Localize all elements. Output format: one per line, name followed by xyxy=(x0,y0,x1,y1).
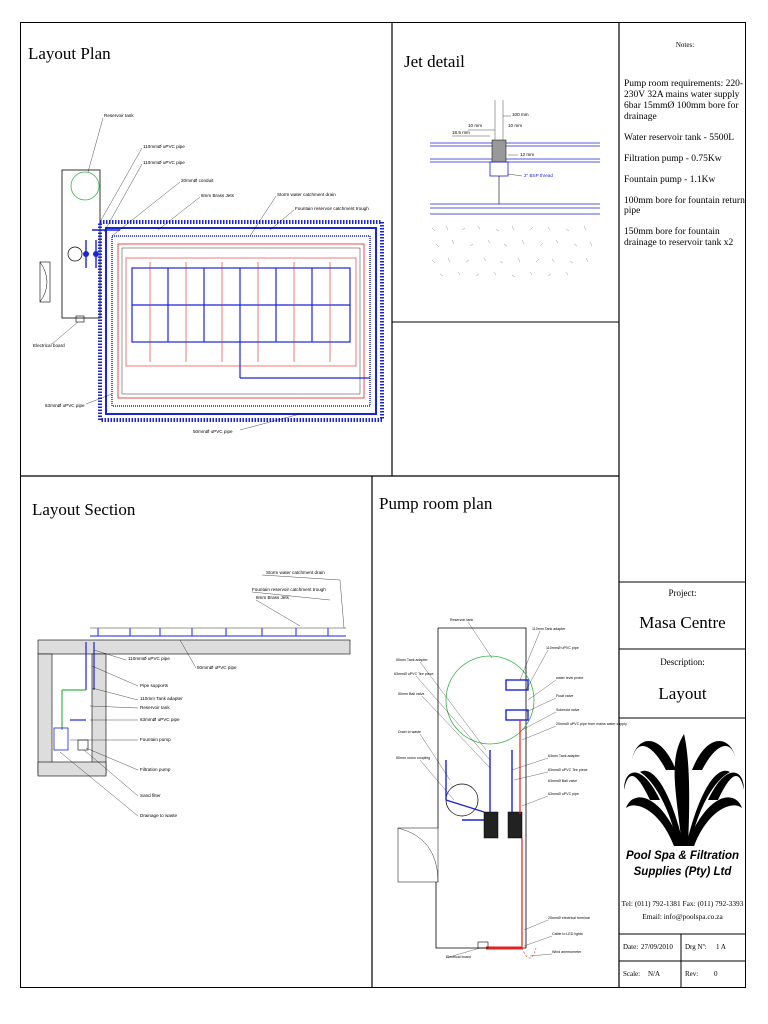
jet-detail-title: Jet detail xyxy=(404,52,465,71)
jet-dim-18: 18.5 mm xyxy=(452,130,470,135)
note-item: Fountain pump - 1.1Kw xyxy=(624,174,716,185)
note-item: Filtration pump - 0.75Kw xyxy=(624,153,722,164)
pump-label-63: 63mmØ uPVC pipe xyxy=(548,792,579,796)
description-value: Layout xyxy=(658,684,707,703)
label-brass-jets: 8mm Brass Jets xyxy=(201,193,234,198)
label-electrical-board: Electrical board xyxy=(33,343,65,348)
pump-label-63-tee-b: 63mmØ uPVC Tee piece xyxy=(548,768,588,772)
section-label-tank-adapter: 110mm Tank adapter xyxy=(140,696,183,701)
section-label-trough: Fountain reservoir catchment trough xyxy=(252,587,326,592)
jet-thread-label: 2" BSP thread xyxy=(524,173,553,178)
pump-label-level-probe: water level probe xyxy=(556,676,584,680)
pump-label-ball-valve-50: 50mm Ball valve xyxy=(398,692,425,696)
label-20-conduit: 20mmØ conduit xyxy=(181,178,214,183)
jet-dim-10-b: 10 mm xyxy=(508,123,523,128)
layout-plan-title: Layout Plan xyxy=(28,44,111,63)
pump-label-drain: Drain to waste xyxy=(398,730,421,734)
jet-dim-12: 12 mm xyxy=(520,152,535,157)
project-name: Masa Centre xyxy=(639,613,726,632)
drg-value: 1 A xyxy=(716,943,726,951)
rev-label: Rev: xyxy=(685,970,699,978)
layout-section-title: Layout Section xyxy=(32,500,136,519)
project-label: Project: xyxy=(668,588,697,598)
label-110-pipe-b: 110mmØ uPVC pipe xyxy=(143,160,185,165)
section-label-supports: Pipe supports xyxy=(140,683,169,688)
pump-label-tank-adapter-50: 50mm Tank adapter xyxy=(396,658,428,662)
section-label-filtration-pump: Filtration pump xyxy=(140,767,171,772)
scale-label: Scale: xyxy=(623,970,641,978)
jet-dim-10-a: 10 mm xyxy=(468,123,483,128)
label-reservoir-tank: Reservoir tank xyxy=(104,113,134,118)
pump-label-cable: Cable to LED lights xyxy=(552,932,583,936)
section-label-reservoir: Reservoir tank xyxy=(140,705,170,710)
drg-label: Drg Nº: xyxy=(685,943,707,951)
label-50-pipe: 50mmØ uPVC pipe xyxy=(193,429,233,434)
pump-label-63-tee: 63mmØ uPVC Tee piece xyxy=(394,672,434,676)
section-label-sand-filter: Sand filter xyxy=(140,793,161,798)
label-storm-drain: Storm water catchment drain xyxy=(277,192,336,197)
pump-label-union: 50mm union coupling xyxy=(396,756,431,760)
section-label-110: 110mmØ uPVC pipe xyxy=(128,656,170,661)
company-email: Email: info@poolspa.co.za xyxy=(642,912,723,921)
notes-heading: Notes: xyxy=(675,41,695,49)
company-contact: Tel: (011) 792-1381 Fax: (011) 792-3393 xyxy=(621,899,744,908)
description-label: Description: xyxy=(660,657,705,667)
company-line-2: Supplies (Pty) Ltd xyxy=(633,865,732,878)
pump-label-20: 20mmØ uPVC pipe from mains water supply xyxy=(556,722,627,726)
scale-value: N/A xyxy=(648,970,661,978)
note-item: 150mm bore for fountain drainage to rese… xyxy=(624,227,734,249)
pump-label-ball-valve-63: 63mmØ Ball valve xyxy=(548,779,578,783)
pump-label-anemometer: Wind anemometer xyxy=(552,950,582,954)
pump-label-float-valve: Float valve xyxy=(556,694,574,698)
company-line-1: Pool Spa & Filtration xyxy=(625,850,740,862)
section-label-fountain-pump: Fountain pump xyxy=(140,737,171,742)
pump-label-110: 110mmØ uPVC pipe xyxy=(546,646,579,650)
label-fountain-trough: Fountain reservoir catchment trough xyxy=(295,206,369,211)
pump-label-solenoid: Solenoid valve xyxy=(556,708,580,712)
section-label-63: 63mmØ uPVC pipe xyxy=(140,717,180,722)
pump-label-tank-adapter-63: 63mm Tank adapter xyxy=(548,754,580,758)
pump-label-reservoir: Reservoir tank xyxy=(450,618,474,622)
section-label-storm: Storm water catchment drain xyxy=(266,570,325,575)
pump-label-tank-adapter-110: 110mm Tank adapter xyxy=(532,627,566,631)
pump-room-title: Pump room plan xyxy=(379,494,493,513)
label-63-pipe: 63mmØ uPVC pipe xyxy=(45,403,85,408)
notes-panel: Notes: Pump room requirements: 220-230V … xyxy=(624,22,746,259)
jet-dim-100: 100 mm xyxy=(512,112,529,117)
label-110-pipe-a: 110mmØ uPVC pipe xyxy=(143,144,185,149)
section-label-drainage: Drainage to waste xyxy=(140,813,178,818)
section-label-50: 50mmØ uPVC pipe xyxy=(197,665,237,670)
pump-label-electrical-board: Electrical board xyxy=(446,955,471,959)
note-item: 100mm bore for fountain return pipe xyxy=(624,195,745,217)
drawing-frame xyxy=(20,22,746,988)
section-label-jets: 8mm Brass Jets xyxy=(256,595,289,600)
pump-label-terminal: 20mmØ electrical terminal xyxy=(548,916,590,920)
note-item: Water reservoir tank - 5500L xyxy=(624,132,735,143)
date-value: 27/09/2010 xyxy=(641,943,673,951)
note-item: Pump room requirements: 220-230V 32A mai… xyxy=(624,79,743,122)
date-label: Date: xyxy=(623,943,639,951)
company-name: Pool Spa & Filtration Supplies (Pty) Ltd xyxy=(619,849,746,880)
rev-value: 0 xyxy=(714,970,718,978)
